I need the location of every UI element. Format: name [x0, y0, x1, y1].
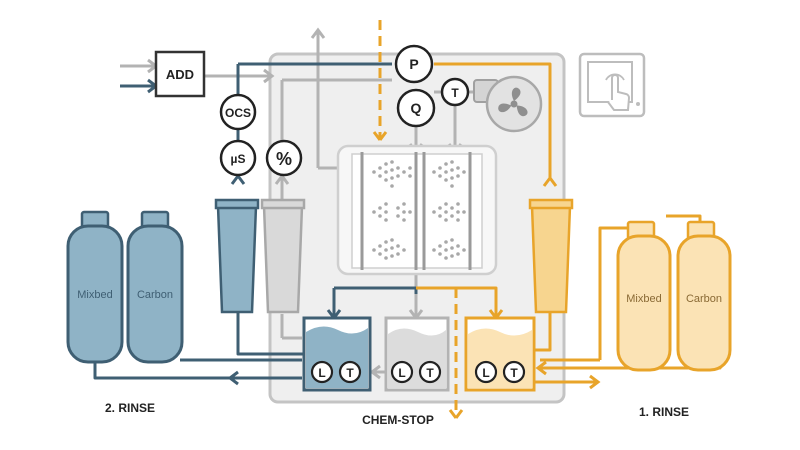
cylinder-carbon-left: Carbon	[126, 210, 184, 364]
filter-blue	[214, 198, 260, 314]
mixbed-right-label: Mixbed	[626, 293, 661, 305]
tank-blue-l-label: L	[318, 366, 325, 380]
percent-circle	[265, 139, 303, 177]
chem-arrow-top	[372, 131, 388, 141]
cylinder-mixbed-right: Mixbed	[616, 220, 672, 372]
ocs-label: OCS	[225, 106, 251, 120]
q-label: Q	[411, 100, 422, 116]
add-box	[154, 50, 206, 98]
arrow-gray-right	[263, 68, 275, 84]
sensor-ocs: OCS	[219, 93, 257, 131]
rinse-1-caption: 1. RINSE	[639, 405, 689, 419]
tank-blue-t-label: T	[346, 366, 354, 380]
add-label: ADD	[166, 67, 194, 82]
cylinder-mixbed-left: Mixbed	[66, 210, 124, 364]
tank-orange-l-label: L	[482, 366, 489, 380]
arrow-vent-up	[310, 27, 326, 39]
tank-orange-t-label: T	[510, 366, 518, 380]
sensor-conductivity: µS	[219, 139, 257, 177]
mixbed-left-label: Mixbed	[77, 289, 112, 301]
us-label: µS	[231, 152, 246, 166]
spray-nozzles	[372, 160, 466, 260]
p-label: P	[409, 56, 418, 72]
t-circle	[440, 77, 470, 107]
sensor-pressure: P	[394, 44, 434, 84]
arrow-rinse1	[589, 374, 601, 390]
pipe-blue-filter-out	[236, 312, 306, 356]
arrow-gray-mid	[369, 364, 381, 380]
arrow-orange-up	[542, 175, 558, 187]
percent-label: %	[276, 149, 292, 169]
pipe-orange-filter-out	[534, 312, 552, 352]
add-unit: ADD	[154, 50, 206, 98]
tank-gray: L T	[384, 316, 450, 392]
t-label: T	[451, 86, 459, 100]
arrow-orange-in-left	[535, 360, 547, 376]
touch-screen-icon	[578, 52, 646, 118]
arrow-rinse2	[227, 370, 239, 386]
filter-orange	[528, 198, 574, 314]
chem-arrow-bottom	[448, 409, 464, 419]
cylinder-carbon-right: Carbon	[676, 220, 732, 372]
tank-gray-t-label: T	[426, 366, 434, 380]
us-circle	[219, 139, 257, 177]
fan-icon	[498, 87, 528, 117]
pipe-orange-top	[434, 62, 552, 178]
wash-chamber	[336, 144, 498, 276]
sensor-percent: %	[265, 139, 303, 177]
chem-stop-caption: CHEM-STOP	[362, 413, 434, 427]
sensor-flow: Q	[396, 88, 436, 128]
q-circle	[396, 88, 436, 128]
carbon-left-label: Carbon	[137, 289, 173, 301]
sensor-temperature: T	[440, 77, 470, 107]
carbon-right-label: Carbon	[686, 293, 722, 305]
blower-unit	[473, 75, 543, 133]
tank-orange: L T	[464, 316, 536, 392]
pipe-orange-right-up	[598, 226, 640, 360]
filter-gray	[260, 198, 306, 314]
tank-blue: L T	[302, 316, 372, 392]
pipe-orange-link	[666, 214, 702, 222]
pipe-orange-to-tank	[416, 286, 498, 316]
rinse-2-caption: 2. RINSE	[105, 401, 155, 415]
pipe-blue-rinse2	[93, 360, 302, 380]
p-circle	[394, 44, 434, 84]
ocs-circle	[219, 93, 257, 131]
tank-gray-l-label: L	[398, 366, 405, 380]
arrow-us-up	[230, 173, 246, 185]
